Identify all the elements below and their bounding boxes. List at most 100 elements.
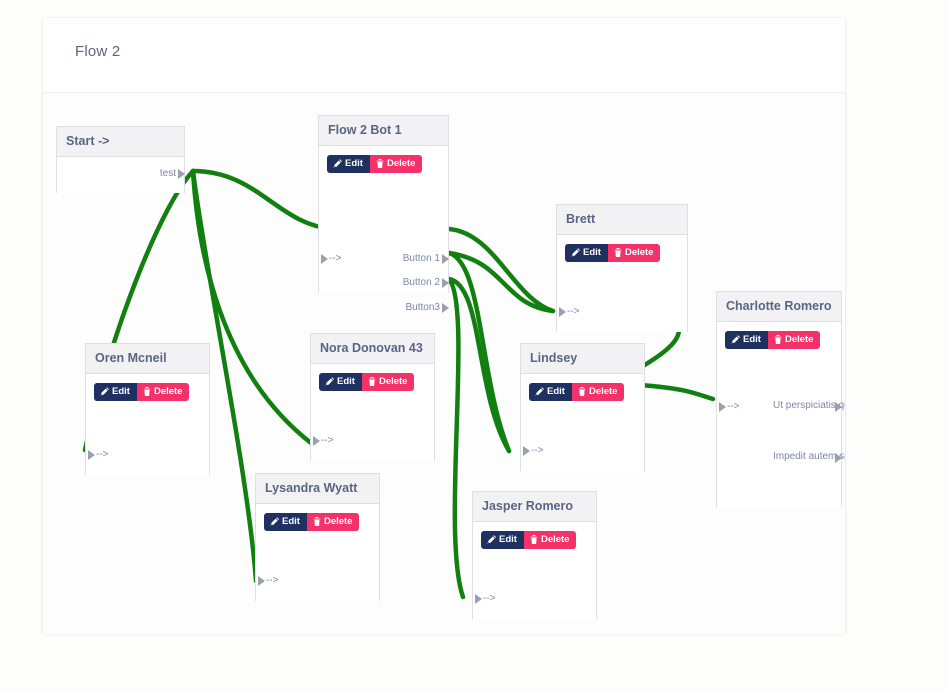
trash-icon [578, 387, 586, 397]
output-port-label: Button 2 [402, 277, 440, 288]
delete-button-label: Delete [378, 376, 408, 387]
delete-button[interactable]: Delete [136, 383, 190, 401]
output-port-ut-perspiciatis[interactable]: Ut perspiciatis qua [773, 399, 845, 413]
port-nub-icon [523, 446, 530, 456]
node-actions: Edit Delete [481, 531, 577, 549]
pencil-square-icon [535, 387, 544, 397]
edge-btn2-to-brett [446, 250, 556, 314]
node-body: Edit Delete --> [557, 235, 687, 332]
edit-button-label: Edit [282, 516, 300, 527]
node-title: Charlotte Romero [717, 292, 841, 322]
node-title: Start -> [57, 127, 184, 157]
node-title: Oren Mcneil [86, 344, 209, 374]
node-brett[interactable]: Brett Edit Delete --> [556, 204, 688, 332]
delete-button-label: Delete [386, 158, 416, 169]
delete-button[interactable]: Delete [306, 513, 360, 531]
port-nub-icon [313, 436, 320, 446]
input-port[interactable]: --> [313, 435, 334, 446]
node-actions: Edit Delete [264, 513, 360, 531]
input-port[interactable]: --> [719, 401, 740, 412]
node-body: Edit Delete --> Ut perspiciatis qua [717, 322, 845, 507]
port-nub-icon [835, 453, 842, 463]
trash-icon [313, 517, 321, 527]
port-nub-icon [321, 254, 328, 264]
node-jasper-romero[interactable]: Jasper Romero Edit Delete [472, 491, 597, 619]
edit-button[interactable]: Edit [327, 155, 370, 173]
input-port[interactable]: --> [475, 593, 496, 604]
port-nub-icon [442, 303, 449, 313]
delete-button[interactable]: Delete [767, 331, 821, 349]
input-port-label: --> [727, 401, 740, 412]
delete-button[interactable]: Delete [523, 531, 577, 549]
input-port-label: --> [266, 575, 279, 586]
edit-button[interactable]: Edit [319, 373, 362, 391]
delete-button[interactable]: Delete [369, 155, 423, 173]
pencil-square-icon [100, 387, 109, 397]
input-port[interactable]: --> [321, 253, 342, 264]
edit-button[interactable]: Edit [94, 383, 137, 401]
edit-button-label: Edit [112, 386, 130, 397]
output-port-button-2[interactable]: Button 2 [402, 277, 449, 288]
port-nub-icon [719, 402, 726, 412]
edge-start-to-nora [190, 168, 314, 446]
node-title: Nora Donovan 43 [311, 334, 434, 364]
input-port[interactable]: --> [523, 445, 544, 456]
trash-icon [143, 387, 151, 397]
input-port[interactable]: --> [88, 449, 109, 460]
delete-button[interactable]: Delete [361, 373, 415, 391]
output-port-label: test [159, 168, 176, 179]
delete-button[interactable]: Delete [607, 244, 661, 262]
edit-button[interactable]: Edit [725, 331, 768, 349]
edge-btn3-to-jasper [446, 276, 466, 600]
edge-btn2-to-lindsey [446, 250, 512, 454]
node-actions: Edit Delete [94, 383, 190, 401]
node-actions: Edit Delete [529, 383, 625, 401]
node-actions: Edit Delete [725, 331, 821, 349]
trash-icon [376, 159, 384, 169]
delete-button-label: Delete [153, 386, 183, 397]
node-body: Edit Delete --> [256, 504, 379, 601]
flow-canvas[interactable]: Start -> test Flow 2 Bot 1 Edit [43, 92, 845, 634]
input-port-label: --> [321, 435, 334, 446]
node-title: Jasper Romero [473, 492, 596, 522]
edge-btn3-to-lindsey [446, 276, 512, 454]
output-port-button-1[interactable]: Button 1 [403, 253, 449, 264]
edit-button[interactable]: Edit [565, 244, 608, 262]
port-nub-icon [559, 307, 566, 317]
port-nub-icon [178, 169, 185, 179]
pencil-square-icon [487, 535, 496, 545]
input-port-label: --> [567, 306, 580, 317]
output-port-impedit-autem[interactable]: Impedit autem sapie [773, 450, 845, 464]
node-lysandra-wyatt[interactable]: Lysandra Wyatt Edit Delete [255, 473, 380, 601]
delete-button-label: Delete [323, 516, 353, 527]
input-port-label: --> [96, 449, 109, 460]
edit-button-label: Edit [337, 376, 355, 387]
node-start[interactable]: Start -> test [56, 126, 185, 193]
edit-button[interactable]: Edit [529, 383, 572, 401]
delete-button-label: Delete [588, 386, 618, 397]
delete-button[interactable]: Delete [571, 383, 625, 401]
node-flow-2-bot-1[interactable]: Flow 2 Bot 1 Edit Delete [318, 115, 449, 313]
node-body: Edit Delete --> [521, 374, 644, 471]
trash-icon [614, 248, 622, 258]
input-port-label: --> [483, 593, 496, 604]
node-oren-mcneil[interactable]: Oren Mcneil Edit Delete [85, 343, 210, 475]
node-body: Edit Delete --> [86, 374, 209, 475]
node-actions: Edit Delete [319, 373, 415, 391]
input-port[interactable]: --> [258, 575, 279, 586]
flow-header: Flow 2 [43, 18, 845, 92]
edit-button-label: Edit [743, 334, 761, 345]
input-port[interactable]: --> [559, 306, 580, 317]
edit-button[interactable]: Edit [481, 531, 524, 549]
output-port-test[interactable]: test [159, 168, 185, 179]
node-charlotte-romero[interactable]: Charlotte Romero Edit Delete [716, 291, 845, 507]
node-body: test [57, 157, 185, 193]
node-body: Edit Delete --> Button 1 [319, 146, 449, 313]
output-port-button-3[interactable]: Button3 [406, 302, 449, 313]
edit-button-label: Edit [345, 158, 363, 169]
edit-button[interactable]: Edit [264, 513, 307, 531]
node-nora-donovan-43[interactable]: Nora Donovan 43 Edit Delete [310, 333, 435, 461]
trash-icon [530, 535, 538, 545]
node-title: Lysandra Wyatt [256, 474, 379, 504]
node-lindsey[interactable]: Lindsey Edit Delete --> [520, 343, 645, 471]
